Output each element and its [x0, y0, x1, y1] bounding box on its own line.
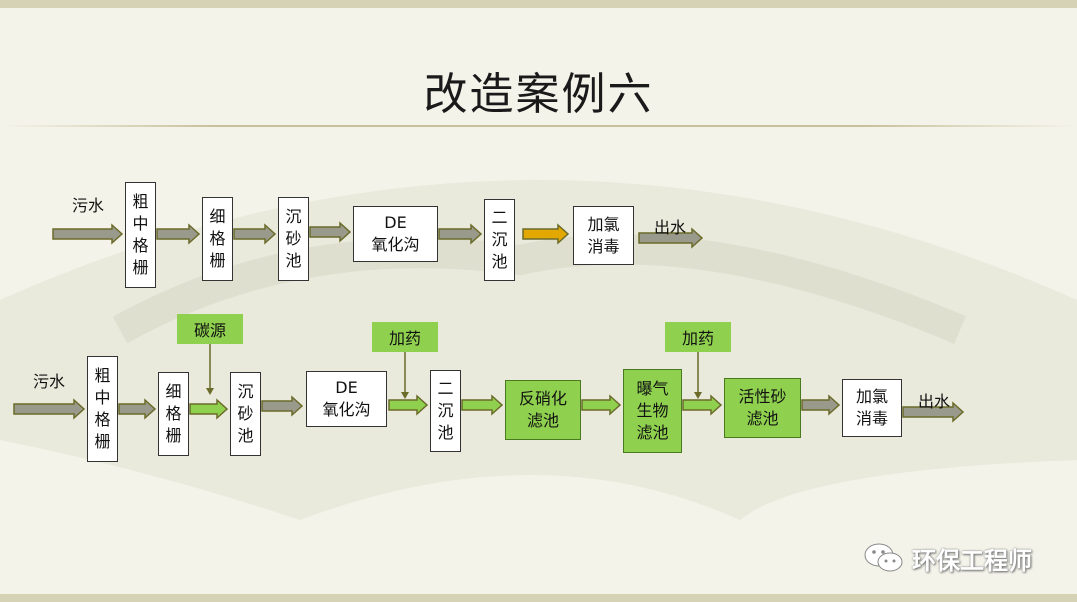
row2-oxidation-ditch: DE 氧化沟: [306, 371, 387, 427]
chemical-dosing-tag-1: 加药: [372, 322, 438, 352]
row1-oxidation-ditch: DE 氧化沟: [353, 206, 438, 262]
carbon-source-feed-line: [206, 344, 214, 395]
row2-arrow-8: [801, 394, 841, 416]
row2-arrow-2: [189, 398, 229, 420]
row1-arrow-4: [438, 223, 483, 245]
row2-chlorination: 加氯 消毒: [842, 379, 902, 437]
row2-arrow-4: [388, 394, 429, 416]
row2-arrow-outflow: [902, 401, 965, 423]
row1-output-label: 出水: [654, 218, 687, 237]
wechat-icon: [864, 543, 903, 572]
chemical-feed-line-2: [694, 352, 702, 399]
row2-arrow-5: [461, 394, 504, 416]
row2-active-sand-filter: 活性砂 滤池: [724, 378, 801, 438]
watermark: 环保工程师: [862, 540, 1032, 576]
row1-coarse-screen: 粗 中 格 栅: [125, 182, 156, 288]
row2-denitrification-filter: 反硝化 滤池: [505, 380, 581, 440]
row1-chlorination: 加氯 消毒: [573, 206, 634, 265]
row1-secondary-clarifier: 二 沉 池: [484, 199, 515, 281]
row2-arrow-1: [118, 398, 157, 420]
top-border-stripe: [0, 0, 1077, 8]
row2-arrow-inflow: [13, 398, 86, 420]
row2-arrow-3: [261, 395, 304, 417]
page-title: 改造案例六: [423, 69, 654, 120]
row1-fine-screen: 细 格 栅: [202, 197, 233, 281]
row1-arrow-1: [156, 223, 201, 245]
chemical-feed-line-1: [401, 352, 409, 399]
row1-arrow-outflow: [638, 227, 704, 249]
row1-arrow-3: [309, 221, 352, 243]
row2-grit-chamber: 沉 砂 池: [230, 372, 261, 456]
row1-grit-chamber: 沉 砂 池: [278, 197, 309, 281]
bottom-border-stripe: [0, 594, 1077, 602]
row2-input-label: 污水: [33, 372, 66, 391]
row1-input-label: 污水: [72, 196, 105, 215]
carbon-source-tag: 碳源: [177, 314, 243, 344]
title-divider: [0, 125, 1077, 127]
row2-coarse-screen: 粗 中 格 栅: [87, 356, 118, 462]
chemical-dosing-tag-2: 加药: [665, 322, 731, 352]
row2-biological-aerated-filter: 曝气 生物 滤池: [623, 369, 682, 453]
row2-arrow-6: [581, 394, 622, 416]
row2-output-label: 出水: [918, 392, 951, 411]
row2-secondary-clarifier: 二 沉 池: [430, 370, 461, 452]
row2-arrow-7: [682, 394, 723, 416]
row1-arrow-inflow: [52, 223, 124, 245]
watermark-text: 环保工程师: [912, 546, 1032, 575]
row1-arrow-2: [233, 223, 277, 245]
row2-fine-screen: 细 格 栅: [158, 372, 189, 456]
row1-arrow-5: [522, 223, 570, 245]
